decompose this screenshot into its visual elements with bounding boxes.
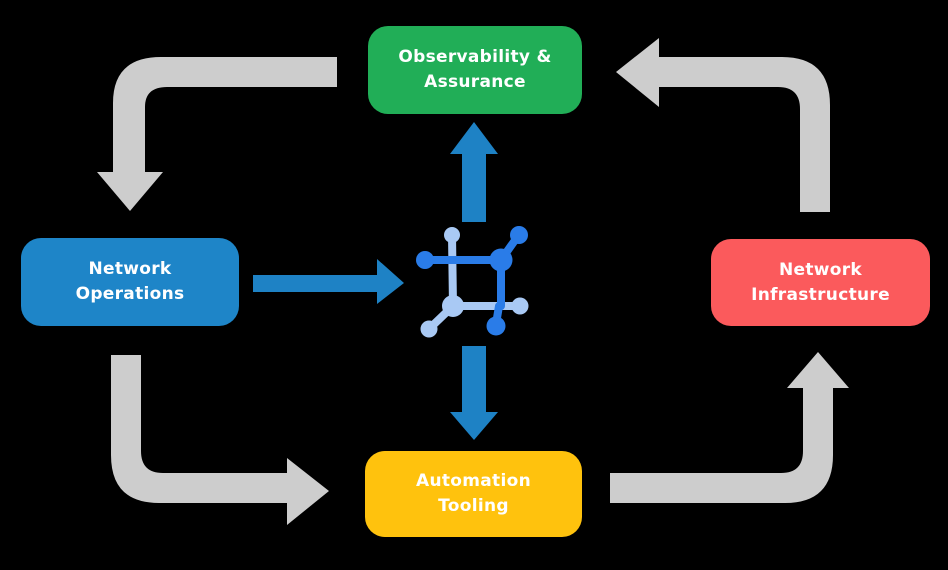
- icon-corner-node: [442, 295, 464, 317]
- arrow-operations-to-automation: [111, 355, 329, 525]
- network-automation-icon: [416, 226, 529, 338]
- arrow-infrastructure-to-observability: [616, 38, 830, 212]
- node-label: Automation Tooling: [416, 471, 531, 516]
- node-label: Network Operations: [75, 259, 185, 304]
- node-network-infrastructure: Network Infrastructure: [711, 239, 930, 326]
- arrow-platform-to-observability: [450, 122, 498, 222]
- arrow-automation-to-infrastructure: [610, 352, 849, 503]
- node-observability-assurance: Observability & Assurance: [368, 26, 582, 114]
- icon-dark-nodes: [416, 226, 528, 336]
- node-automation-tooling: Automation Tooling: [365, 451, 582, 537]
- arrow-operations-to-platform: [253, 259, 404, 304]
- node-label: Observability & Assurance: [398, 47, 552, 92]
- node-label: Network Infrastructure: [751, 259, 890, 305]
- arrow-platform-to-automation: [450, 346, 498, 440]
- node-network-operations: Network Operations: [21, 238, 239, 326]
- arrow-observability-to-operations: [97, 57, 337, 211]
- icon-light-nodes: [420, 227, 529, 338]
